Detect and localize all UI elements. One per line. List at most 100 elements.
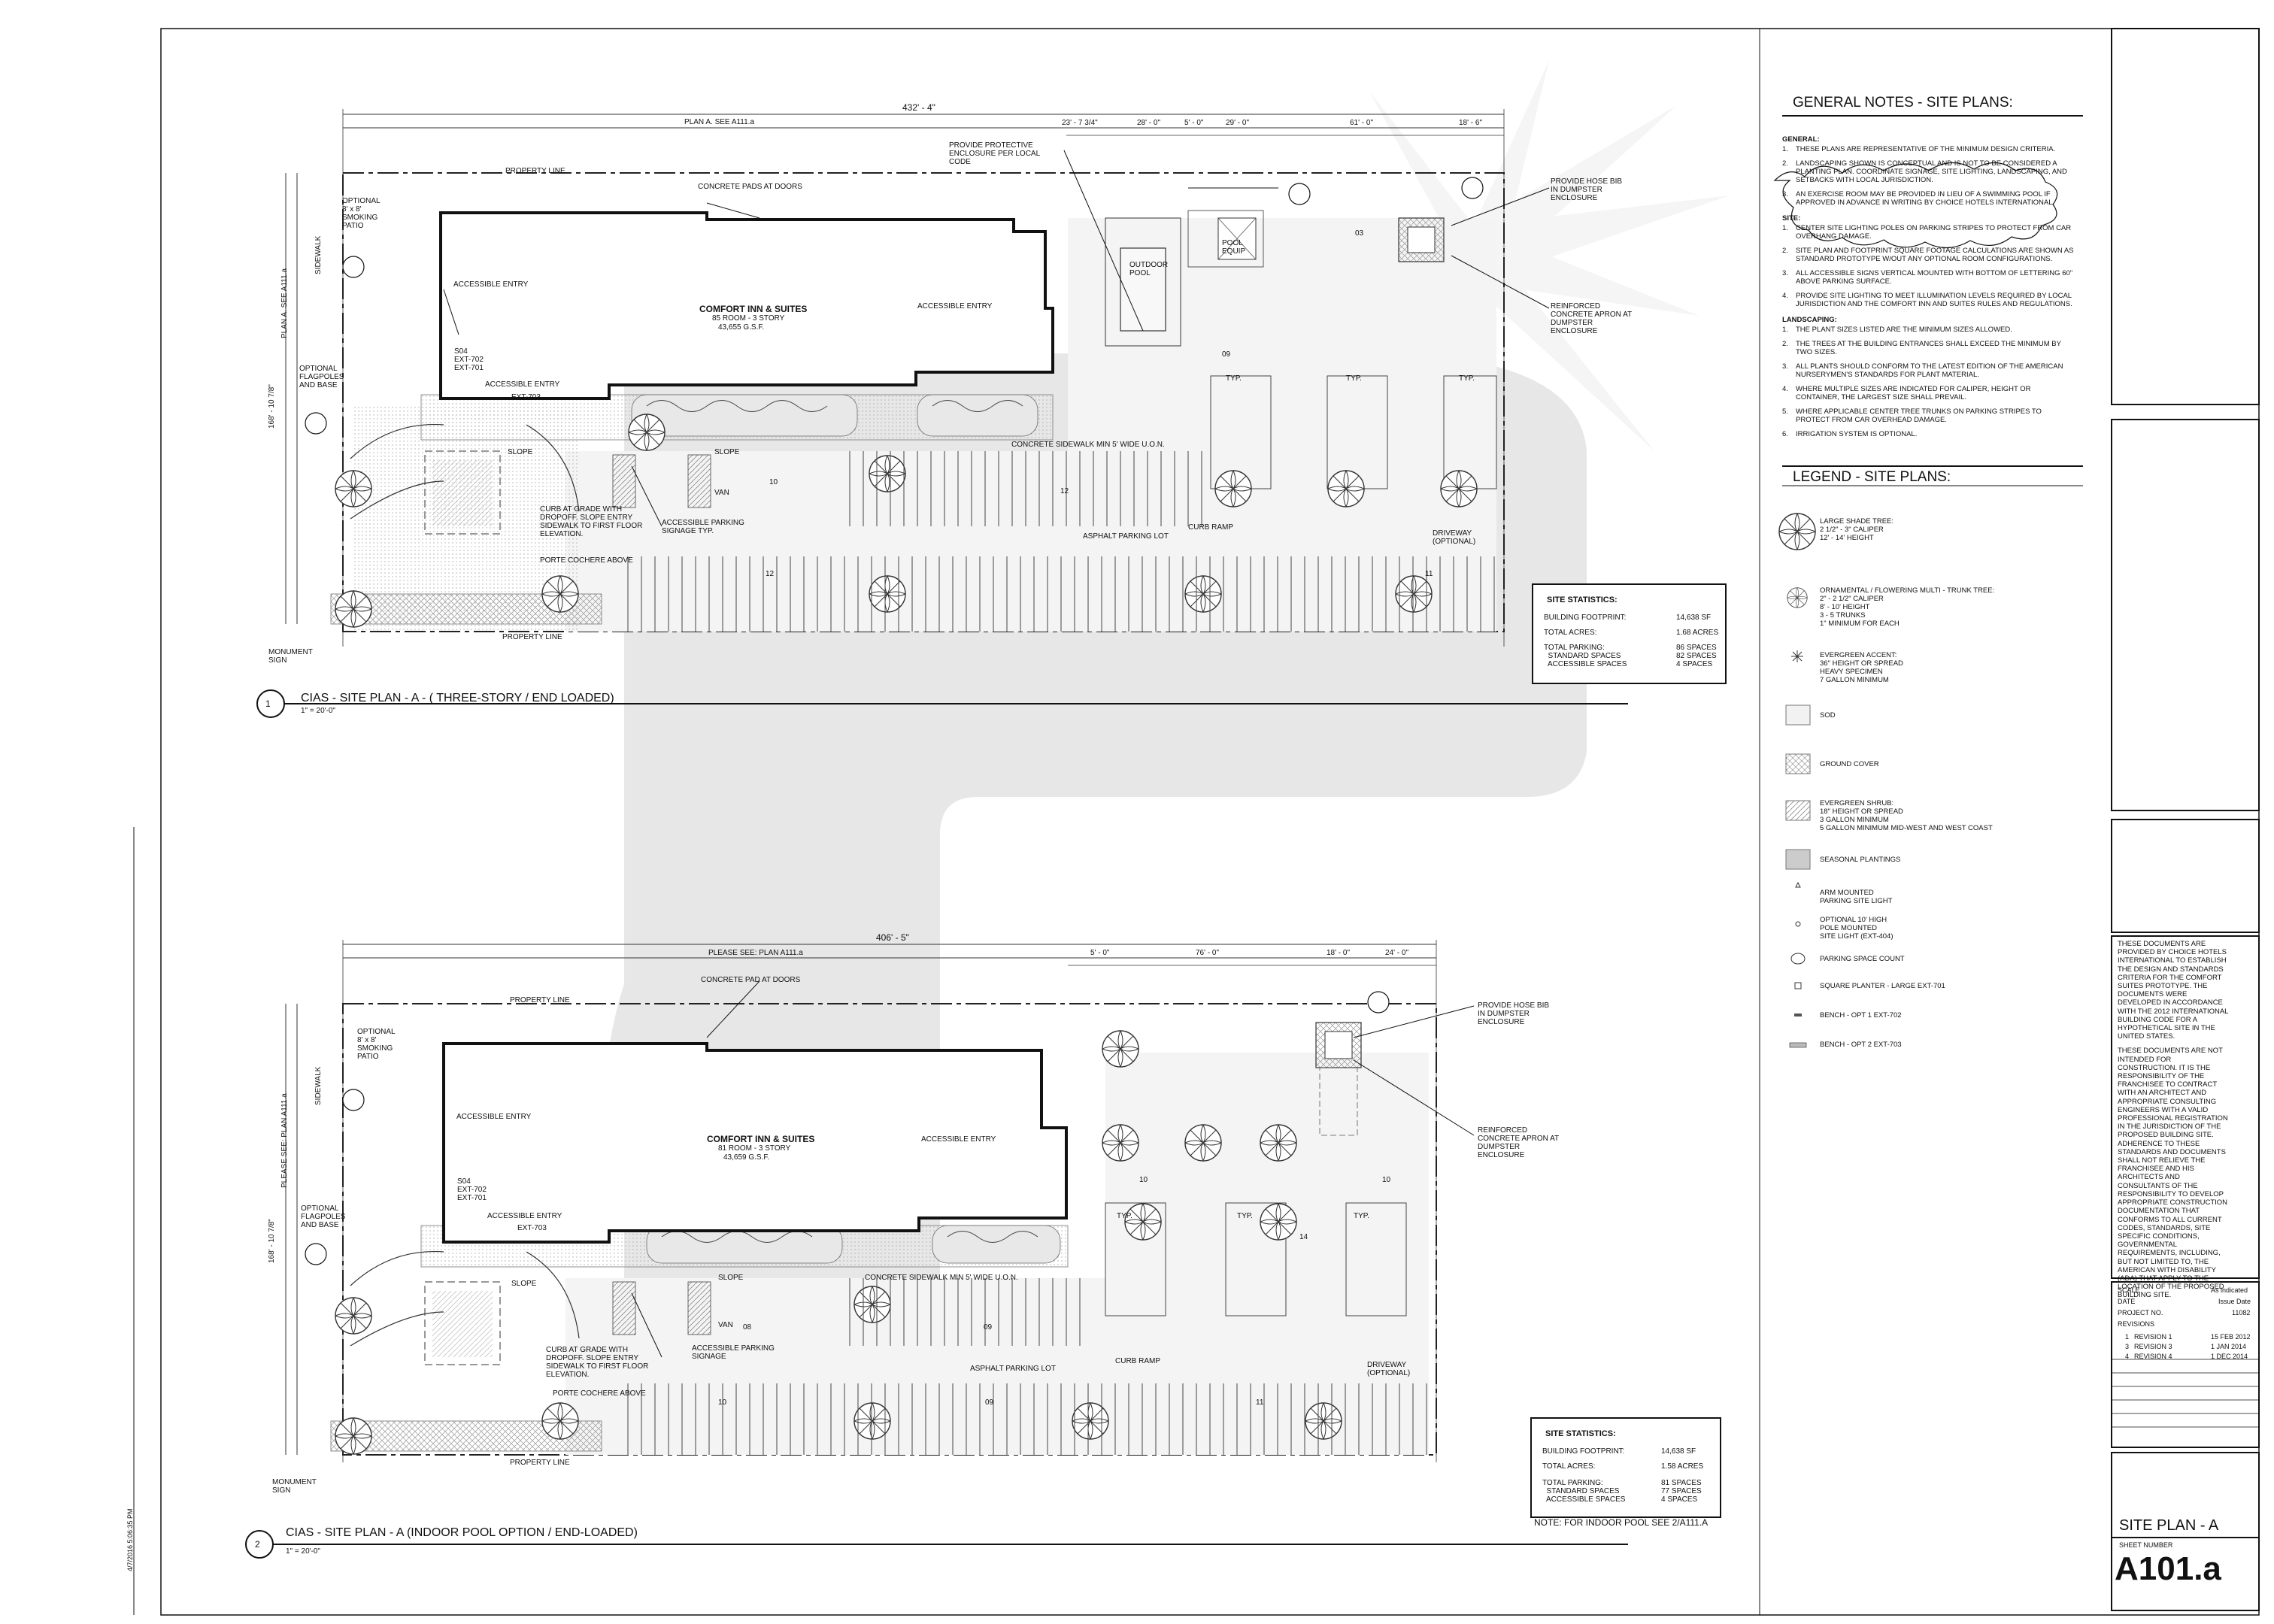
general-notes-title: GENERAL NOTES - SITE PLANS: — [1793, 95, 2013, 111]
dumpster-apron-note: REINFORCED CONCRETE APRON AT DUMPSTER EN… — [1478, 1126, 1560, 1159]
property-line-label: PROPERTY LINE — [502, 633, 562, 641]
concrete-pads-label: CONCRETE PAD AT DOORS — [701, 976, 801, 984]
driveway-label: DRIVEWAY (OPTIONAL) — [1367, 1361, 1411, 1377]
curb-note: CURB AT GRADE WITH DROPOFF. SLOPE ENTRY … — [540, 505, 643, 538]
curb-ramp-label: CURB RAMP — [1115, 1357, 1161, 1365]
plan-number: 2 — [255, 1539, 260, 1550]
note-item: 1.CENTER SITE LIGHTING POLES ON PARKING … — [1782, 224, 2072, 241]
note-item: 1.THE PLANT SIZES LISTED ARE THE MINIMUM… — [1782, 326, 2012, 334]
parking-count: 09 — [1222, 350, 1231, 359]
curb-ramp-label: CURB RAMP — [1188, 523, 1234, 532]
notes-heading: SITE: — [1782, 214, 1801, 223]
ext-703-label: EXT-703 — [511, 393, 541, 401]
tb-value: 11082 — [2232, 1309, 2251, 1316]
typ-label: TYP. — [1346, 374, 1362, 383]
rev-date: 1 DEC 2014 — [2211, 1353, 2248, 1360]
stats-label: TOTAL PARKING: STANDARD SPACES ACCESSIBL… — [1544, 644, 1627, 668]
typ-label: TYP. — [1226, 374, 1242, 383]
side-plan-reference: PLAN A. SEE A111.a — [280, 268, 289, 338]
typ-label: TYP. — [1237, 1212, 1253, 1220]
concrete-sidewalk-label: CONCRETE SIDEWALK MIN 5' WIDE U.O.N. — [865, 1274, 1018, 1282]
rev-date: 1 JAN 2014 — [2211, 1343, 2247, 1350]
sheet-number-label: SHEET NUMBER — [2119, 1541, 2173, 1549]
accessible-entry-label: ACCESSIBLE ENTRY — [453, 280, 529, 289]
stats-value: 81 SPACES 77 SPACES 4 SPACES — [1661, 1479, 1702, 1504]
tb-label: PROJECT NO. — [2118, 1309, 2163, 1316]
note-item: 3.ALL PLANTS SHOULD CONFORM TO THE LATES… — [1782, 362, 2063, 379]
monument-sign-label: MONUMENT SIGN — [272, 1478, 317, 1495]
site-statistics-1: SITE STATISTICS: BUILDING FOOTPRINT: 14,… — [1532, 583, 1727, 684]
stats-title: SITE STATISTICS: — [1545, 1429, 1616, 1438]
disclaimer: THESE DOCUMENTS ARE PROVIDED BY CHOICE H… — [2118, 940, 2230, 1306]
site-plan-1-linework — [256, 109, 1628, 718]
rev-no: 4 — [2125, 1353, 2130, 1360]
rev-name: REVISION 3 — [2134, 1343, 2172, 1350]
height-dimension: 168' - 10 7/8" — [268, 384, 276, 429]
typ-label: TYP. — [1354, 1212, 1369, 1220]
parking-count: 11 — [1256, 1398, 1264, 1407]
top-dimension: 5' - 0" — [1184, 119, 1204, 127]
top-dimension: 18' - 0" — [1326, 949, 1351, 957]
note-item: 4.PROVIDE SITE LIGHTING TO MEET ILLUMINA… — [1782, 292, 2072, 308]
note-item: 5.WHERE APPLICABLE CENTER TREE TRUNKS ON… — [1782, 408, 2042, 424]
hose-bib-note: PROVIDE HOSE BIB IN DUMPSTER ENCLOSURE — [1478, 1001, 1550, 1026]
top-dimension: 76' - 0" — [1196, 949, 1220, 957]
slope-label: SLOPE — [714, 448, 740, 456]
driveway-label: DRIVEWAY (OPTIONAL) — [1433, 529, 1476, 546]
sheet-number: A101.a — [2115, 1550, 2221, 1587]
stats-label: TOTAL ACRES: — [1542, 1462, 1596, 1471]
top-dimension: 28' - 0" — [1137, 119, 1161, 127]
typ-label: TYP. — [1459, 374, 1475, 383]
monument-sign-label: MONUMENT SIGN — [268, 648, 313, 665]
callout-tags: S04 EXT-702 EXT-701 — [454, 347, 484, 372]
sheet-title: SITE PLAN - A — [2119, 1517, 2219, 1534]
parking-count: 09 — [985, 1398, 994, 1407]
notes-heading: GENERAL: — [1782, 135, 1820, 144]
overall-dimension: 406' - 5" — [876, 932, 909, 943]
porte-cochere-label: PORTE COCHERE ABOVE — [553, 1389, 646, 1398]
disclaimer-paragraph: THESE DOCUMENTS ARE PROVIDED BY CHOICE H… — [2118, 940, 2229, 1041]
stats-value: 86 SPACES 82 SPACES 4 SPACES — [1676, 644, 1717, 668]
top-dimension: 18' - 6" — [1459, 119, 1483, 127]
smoking-patio-label: OPTIONAL 8' x 8' SMOKING PATIO — [342, 197, 381, 230]
legend-item-seasonal: SEASONAL PLANTINGS — [1820, 856, 1901, 864]
building-name: COMFORT INN & SUITES — [707, 1134, 815, 1144]
pool-equip-label: POOL EQUIP — [1222, 239, 1246, 256]
van-label: VAN — [714, 489, 729, 497]
note-item: 2.THE TREES AT THE BUILDING ENTRANCES SH… — [1782, 340, 2061, 356]
parking-count: 09 — [984, 1323, 993, 1332]
property-line-label: PROPERTY LINE — [510, 996, 570, 1004]
rev-name: REVISION 4 — [2134, 1353, 2172, 1360]
legend-item-bench-2: BENCH - OPT 2 EXT-703 — [1820, 1041, 1902, 1049]
indoor-pool-note: NOTE: FOR INDOOR POOL SEE 2/A111.A — [1534, 1517, 1709, 1528]
stats-label: BUILDING FOOTPRINT: — [1544, 614, 1627, 622]
parking-count: 11 — [1425, 570, 1433, 578]
plan-title: CIAS - SITE PLAN - A (INDOOR POOL OPTION… — [286, 1526, 638, 1539]
parking-count: 10 — [1139, 1176, 1148, 1184]
porte-cochere-label: PORTE COCHERE ABOVE — [540, 556, 633, 565]
legend-item-planter: SQUARE PLANTER - LARGE EXT-701 — [1820, 982, 1945, 990]
stats-value: 14,638 SF — [1661, 1447, 1696, 1456]
concrete-pads-label: CONCRETE PADS AT DOORS — [698, 183, 802, 191]
legend-item-ground-cover: GROUND COVER — [1820, 760, 1879, 768]
site-statistics-2: SITE STATISTICS: BUILDING FOOTPRINT: 14,… — [1530, 1417, 1721, 1518]
building-rooms: 81 ROOM - 3 STORY — [718, 1144, 791, 1153]
plan-reference: PLEASE SEE: PLAN A111.a — [708, 949, 803, 957]
parking-count: 10 — [718, 1398, 727, 1407]
parking-count: 08 — [743, 1323, 752, 1332]
plan-scale: 1" = 20'-0" — [301, 707, 335, 715]
building-name: COMFORT INN & SUITES — [699, 304, 808, 314]
signage-note: ACCESSIBLE PARKING SIGNAGE TYP. — [662, 519, 744, 535]
parking-count: 10 — [769, 478, 778, 486]
stats-label: TOTAL PARKING: STANDARD SPACES ACCESSIBL… — [1542, 1479, 1626, 1504]
rev-name: REVISION 1 — [2134, 1333, 2172, 1341]
legend-item-space-count: PARKING SPACE COUNT — [1820, 955, 1905, 963]
property-line-label: PROPERTY LINE — [510, 1459, 570, 1467]
top-dimension: 24' - 0" — [1385, 949, 1409, 957]
signage-note: ACCESSIBLE PARKING SIGNAGE — [692, 1344, 775, 1361]
top-dimension: 29' - 0" — [1226, 119, 1250, 127]
smoking-patio-label: OPTIONAL 8' x 8' SMOKING PATIO — [357, 1028, 396, 1061]
flagpoles-label: OPTIONAL FLAGPOLES AND BASE — [299, 365, 344, 389]
